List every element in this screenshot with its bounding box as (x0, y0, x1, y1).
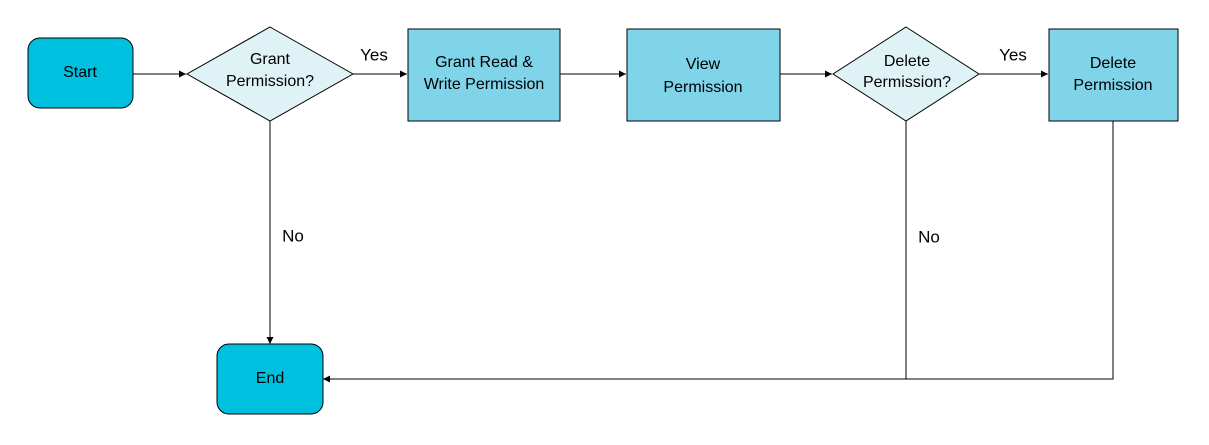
end-label: End (256, 370, 284, 387)
grant-rw-process-shape (407, 28, 561, 122)
grant-decision-node: Grant Permission? (185, 26, 355, 122)
delete-decision-node: Delete Permission? (832, 26, 980, 122)
delete-label-line-2: Permission (1073, 77, 1152, 94)
delete-process-shape (1048, 28, 1179, 122)
edge-labels: Yes No Yes No (282, 45, 1027, 246)
edge-label-grant-yes: Yes (360, 45, 388, 64)
grant-rw-node: Grant Read & Write Permission (407, 28, 561, 122)
delete-decision-diamond (832, 26, 980, 122)
end-terminal-shape (216, 343, 324, 415)
edge-label-delete-no: No (918, 227, 940, 246)
start-node: Start (27, 37, 134, 109)
edge-label-grant-no: No (282, 226, 304, 245)
delete-label-line-1: Delete (1090, 55, 1136, 72)
edge-delete-to-end (323, 121, 1114, 383)
delete-node: Delete Permission (1048, 28, 1179, 122)
view-node: View Permission (626, 28, 781, 122)
view-process-shape (626, 28, 781, 122)
edge-label-delete-yes: Yes (999, 45, 1027, 64)
grant-rw-label-line-1: Grant Read & (435, 54, 533, 71)
delete-decision-label-line-1: Delete (884, 53, 930, 70)
delete-decision-label-line-2: Permission? (863, 74, 951, 91)
view-label-line-1: View (686, 56, 721, 73)
end-node: End (216, 343, 324, 415)
edges (133, 70, 1114, 383)
start-terminal-shape (27, 37, 134, 109)
grant-rw-label-line-2: Write Permission (424, 76, 545, 93)
grant-decision-label-line-2: Permission? (226, 73, 314, 90)
grant-decision-label-line-1: Grant (250, 51, 291, 68)
grant-decision-diamond (185, 26, 355, 122)
start-label: Start (63, 64, 97, 81)
nodes: Start Grant Permission? Grant Read & Wri… (27, 26, 1179, 415)
view-label-line-2: Permission (663, 79, 742, 96)
